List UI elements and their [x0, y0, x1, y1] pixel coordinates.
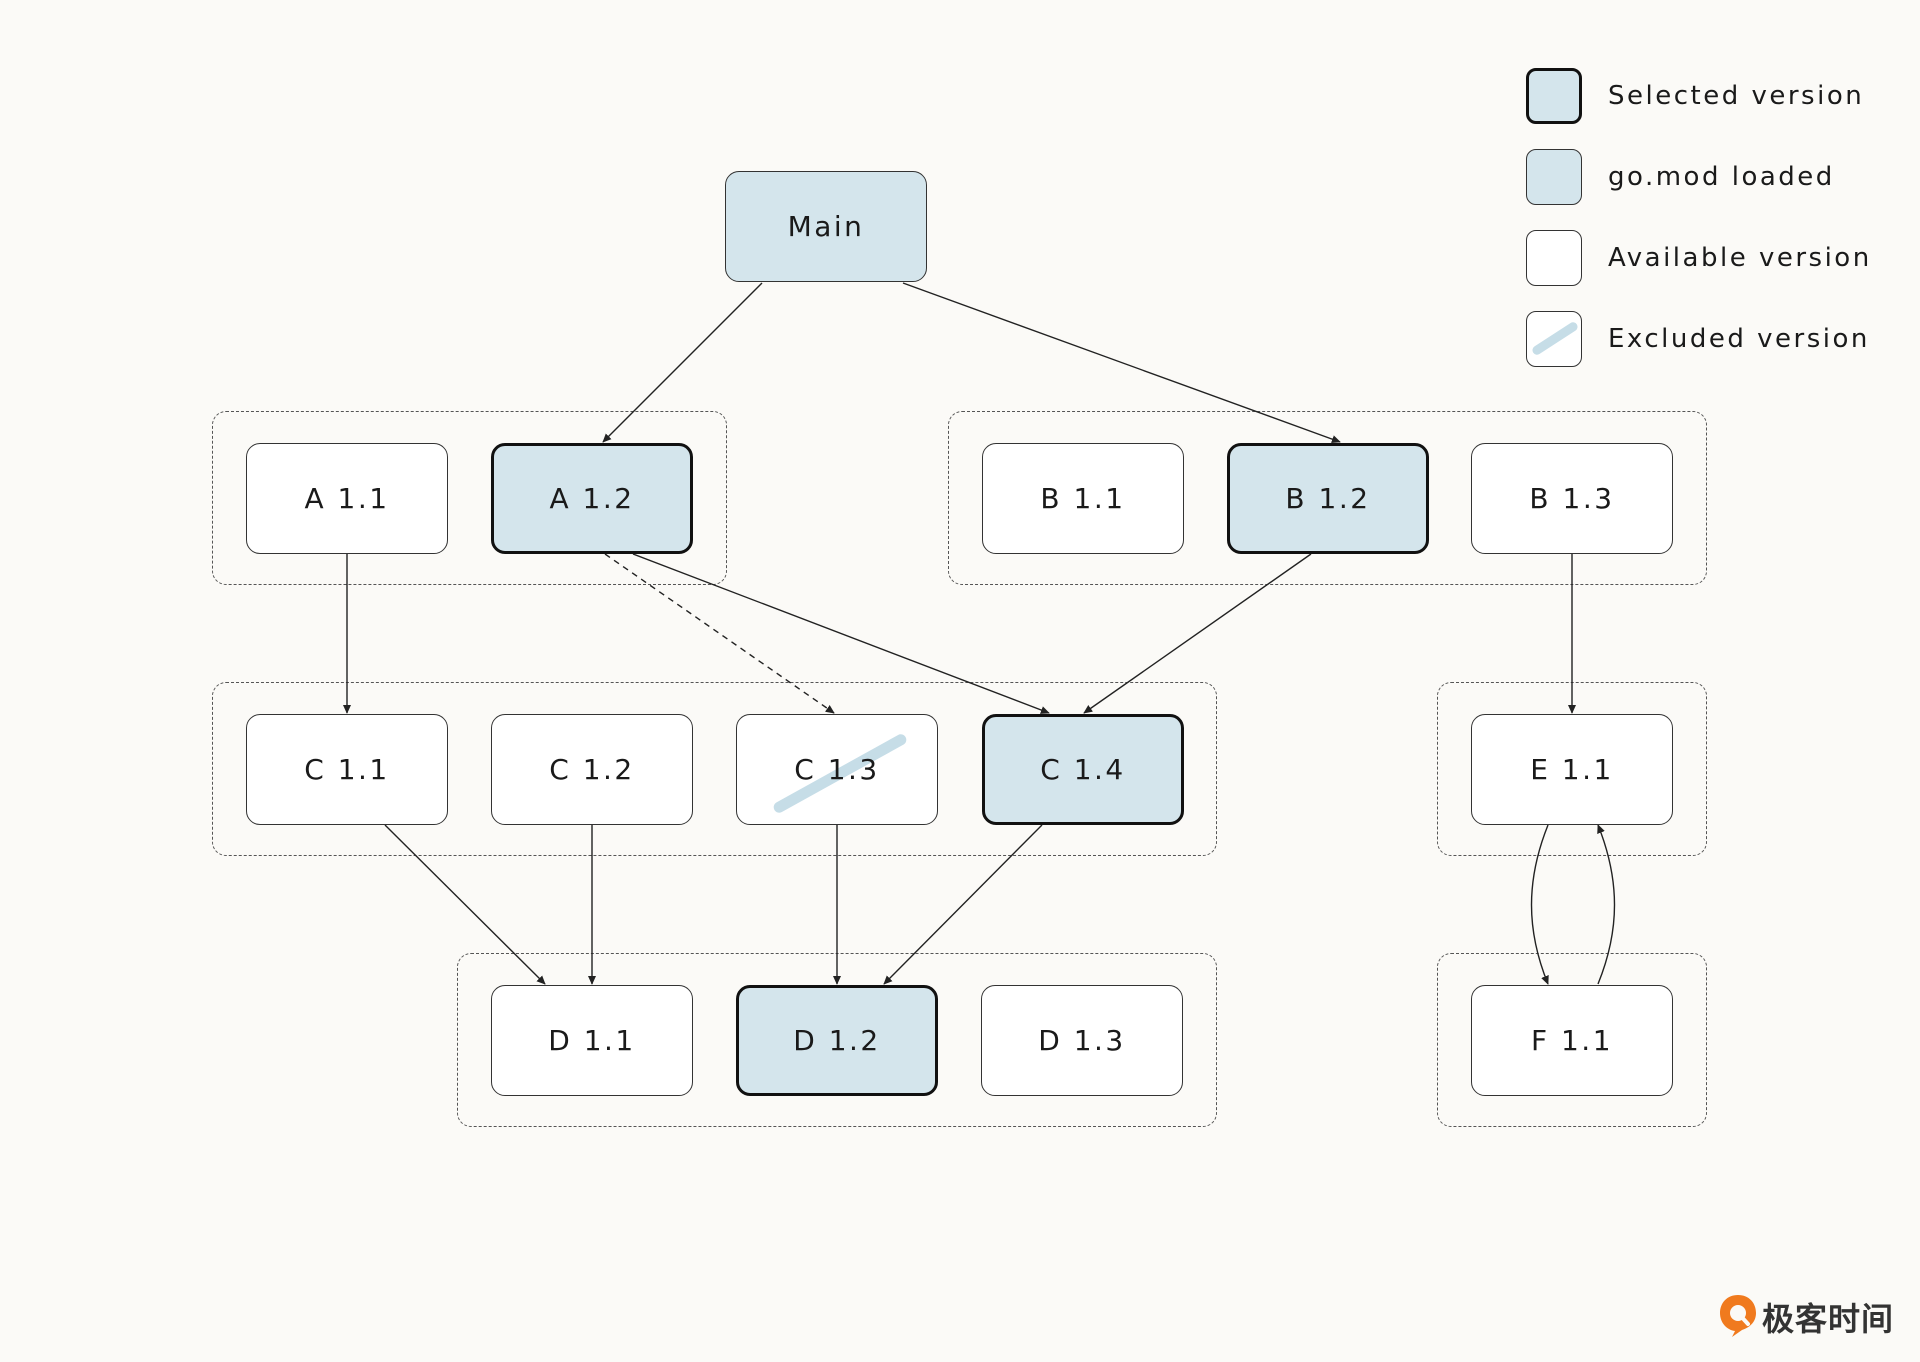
node-label: C 1.4: [1040, 753, 1126, 786]
node-c13: C 1.3: [736, 714, 938, 825]
legend-label: Excluded version: [1608, 324, 1870, 354]
node-f11: F 1.1: [1471, 985, 1673, 1096]
excluded-strike: [1530, 320, 1580, 357]
node-label: B 1.1: [1040, 482, 1126, 515]
node-label: Main: [787, 210, 865, 243]
node-label: B 1.3: [1529, 482, 1615, 515]
node-label: B 1.2: [1285, 482, 1371, 515]
node-main: Main: [725, 171, 927, 282]
node-label: D 1.3: [1038, 1024, 1126, 1057]
node-c14: C 1.4: [982, 714, 1184, 825]
node-a12: A 1.2: [491, 443, 693, 554]
legend-swatch: [1526, 149, 1582, 205]
node-d12: D 1.2: [736, 985, 938, 1096]
node-label: E 1.1: [1530, 753, 1614, 786]
node-c11: C 1.1: [246, 714, 448, 825]
node-c12: C 1.2: [491, 714, 693, 825]
legend-swatch: [1526, 311, 1582, 367]
node-b11: B 1.1: [982, 443, 1184, 554]
legend-item-loaded: go.mod loaded: [1526, 149, 1906, 207]
node-b12: B 1.2: [1227, 443, 1429, 554]
node-label: C 1.3: [794, 753, 880, 786]
legend-label: Selected version: [1608, 81, 1865, 111]
module-a-group: [212, 411, 727, 585]
node-e11: E 1.1: [1471, 714, 1673, 825]
node-a11: A 1.1: [246, 443, 448, 554]
node-d13: D 1.3: [981, 985, 1183, 1096]
geektime-logo-icon: [1720, 1295, 1756, 1337]
node-label: C 1.1: [304, 753, 390, 786]
node-d11: D 1.1: [491, 985, 693, 1096]
legend-swatch: [1526, 230, 1582, 286]
legend-label: go.mod loaded: [1608, 162, 1835, 192]
legend-item-selected: Selected version: [1526, 68, 1906, 126]
brand-name: 极客时间: [1762, 1300, 1895, 1338]
node-label: A 1.1: [304, 482, 390, 515]
legend-item-available: Available version: [1526, 230, 1906, 288]
legend-item-excluded: Excluded version: [1526, 311, 1906, 369]
legend-label: Available version: [1608, 243, 1872, 273]
legend-swatch: [1526, 68, 1582, 124]
node-label: F 1.1: [1530, 1024, 1614, 1057]
node-label: A 1.2: [549, 482, 635, 515]
brand-watermark: 极客时间: [1718, 1290, 1908, 1340]
module-f-group: [1437, 953, 1707, 1127]
node-label: D 1.2: [793, 1024, 881, 1057]
node-label: C 1.2: [549, 753, 635, 786]
node-label: D 1.1: [548, 1024, 636, 1057]
node-b13: B 1.3: [1471, 443, 1673, 554]
